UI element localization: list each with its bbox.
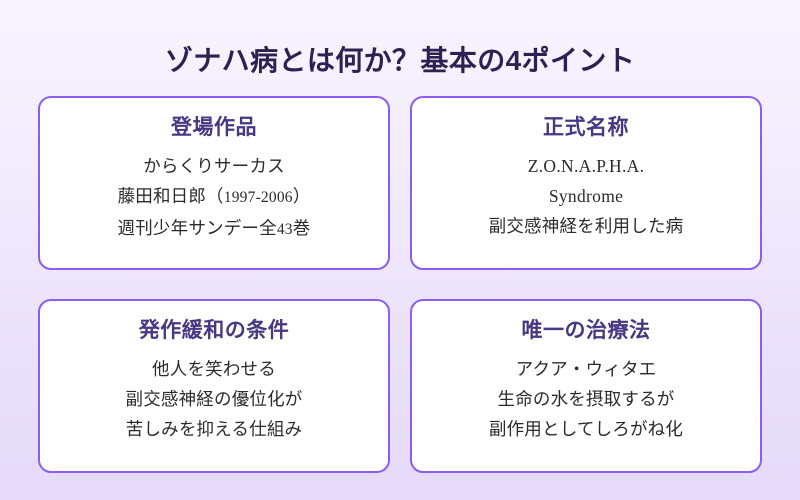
card-body-line: 苦しみを抑える仕組み: [40, 414, 388, 444]
card-heading: 発作緩和の条件: [138, 319, 290, 342]
text-run: 苦しみを抑える仕組み: [125, 419, 303, 439]
card-official-name: 正式名称 Z.O.N.A.P.H.A. Syndrome 副交感神経を利用した病: [410, 96, 762, 270]
text-run: 43: [276, 221, 293, 238]
card-body: Z.O.N.A.P.H.A. Syndrome 副交感神経を利用した病: [412, 142, 760, 241]
card-body-line: 他人を笑わせる: [40, 354, 388, 384]
text-run: 生命の水を摂取するが: [497, 389, 675, 409]
card-body-line: 生命の水を摂取するが: [412, 384, 760, 414]
card-appearance-work: 登場作品 からくりサーカス藤田和日郎（1997-2006）週刊少年サンデー全43…: [38, 96, 390, 270]
card-body-line: Z.O.N.A.P.H.A.: [412, 151, 760, 181]
card-relief-condition: 発作緩和の条件 他人を笑わせる副交感神経の優位化が苦しみを抑える仕組み: [38, 299, 390, 473]
card-heading: 正式名称: [543, 116, 629, 139]
text-run: 巻: [292, 218, 311, 238]
text-run: アクア・ウィタエ: [515, 359, 657, 379]
card-body-line: からくりサーカス: [40, 151, 388, 181]
card-body: アクア・ウィタエ生命の水を摂取するが副作用としてしろがね化: [412, 345, 760, 444]
text-run: 副交感神経を利用した病: [488, 216, 684, 236]
text-run: Syndrome: [548, 186, 624, 206]
card-body-line: 副作用としてしろがね化: [412, 414, 760, 444]
card-body-line: 副交感神経を利用した病: [412, 211, 760, 241]
card-heading: 唯一の治療法: [521, 319, 651, 342]
text-run: 藤田和日郎（: [117, 186, 224, 206]
card-body-line: 藤田和日郎（1997-2006）: [40, 181, 388, 213]
text-run: Z.O.N.A.P.H.A.: [527, 156, 645, 176]
card-body: 他人を笑わせる副交感神経の優位化が苦しみを抑える仕組み: [40, 345, 388, 444]
text-run: 副作用としてしろがね化: [488, 419, 684, 439]
card-grid: 登場作品 からくりサーカス藤田和日郎（1997-2006）週刊少年サンデー全43…: [38, 96, 762, 473]
card-body-line: Syndrome: [412, 181, 760, 211]
text-run: 1997-2006: [223, 189, 293, 206]
card-heading: 登場作品: [171, 116, 257, 139]
text-run: 週刊少年サンデー全: [117, 218, 277, 238]
text-run: ）: [292, 186, 311, 206]
page-title: ゾナハ病とは何か？基本の4ポイント: [164, 44, 636, 76]
card-body: からくりサーカス藤田和日郎（1997-2006）週刊少年サンデー全43巻: [40, 142, 388, 245]
card-body-line: 副交感神経の優位化が: [40, 384, 388, 414]
text-run: 副交感神経の優位化が: [125, 389, 303, 409]
card-body-line: アクア・ウィタエ: [412, 354, 760, 384]
card-only-treatment: 唯一の治療法 アクア・ウィタエ生命の水を摂取するが副作用としてしろがね化: [410, 299, 762, 473]
text-run: 他人を笑わせる: [152, 359, 276, 379]
card-body-line: 週刊少年サンデー全43巻: [40, 213, 388, 245]
text-run: からくりサーカス: [143, 156, 285, 176]
